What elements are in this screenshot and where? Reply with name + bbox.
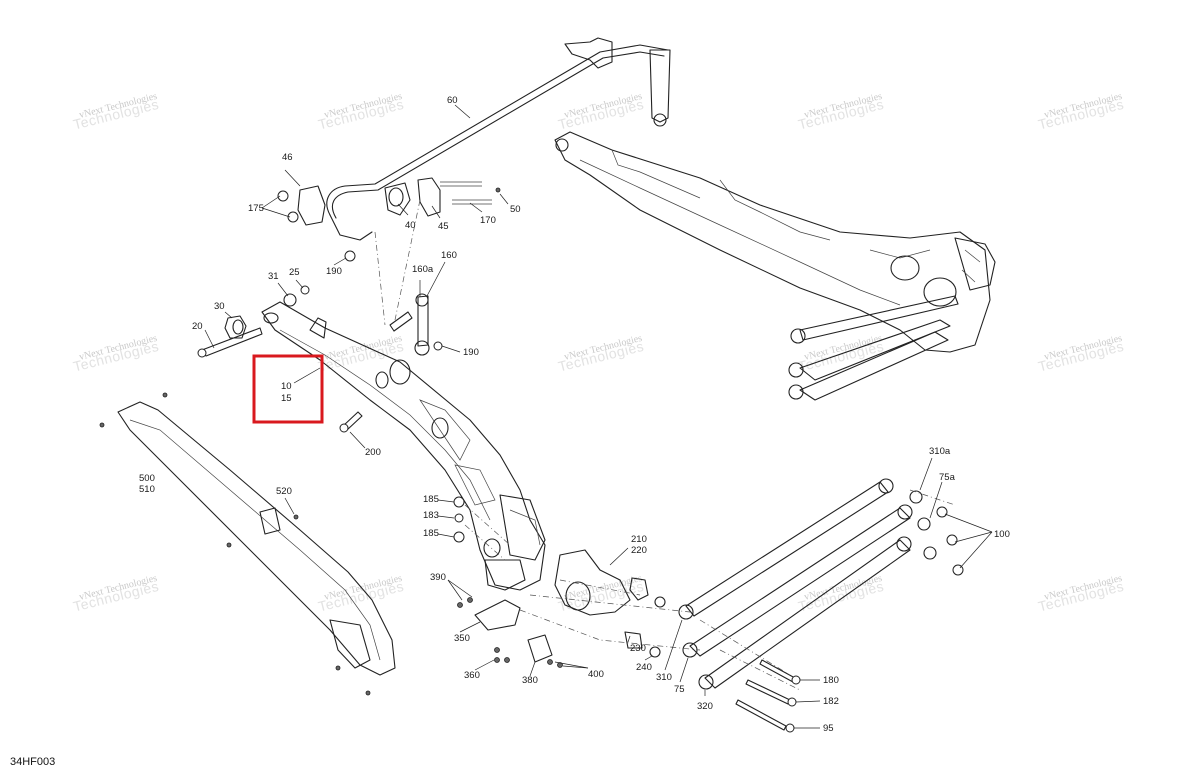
callout-label: 185 <box>423 528 439 539</box>
end-link <box>389 293 443 356</box>
callout-label: 25 <box>289 267 300 278</box>
callout-label: 20 <box>192 321 203 332</box>
trailing-arm-left <box>261 301 546 591</box>
callout-label: 320 <box>697 701 713 712</box>
callout-label: 180 <box>823 675 839 686</box>
callout-label: 95 <box>823 723 834 734</box>
callout-label: 160a <box>412 264 434 275</box>
callout-label: 75a <box>939 472 956 483</box>
links-right <box>788 295 959 401</box>
callout-label: 15 <box>281 393 292 404</box>
callout-label: 200 <box>365 447 381 458</box>
brackets-lower <box>457 597 563 668</box>
stabilizer-bar <box>326 37 671 241</box>
callout-label: 240 <box>636 662 652 673</box>
callout-label: 390 <box>430 572 446 583</box>
callout-label: 100 <box>994 529 1010 540</box>
callout-label: 170 <box>480 215 496 226</box>
callout-label: 30 <box>214 301 225 312</box>
knuckle <box>554 549 666 658</box>
callout-label: 40 <box>405 220 416 231</box>
callout-label: 190 <box>463 347 479 358</box>
callout-label: 230 <box>630 643 646 654</box>
diagram-code: 34HF003 <box>10 756 56 768</box>
callout-label: 400 <box>588 669 604 680</box>
callout-label: 350 <box>454 633 470 644</box>
callout-label: 10 <box>281 381 292 392</box>
callout-label: 46 <box>282 152 293 163</box>
callout-label: 183 <box>423 510 439 521</box>
callout-label: 160 <box>441 250 457 261</box>
callout-label: 50 <box>510 204 521 215</box>
skid-plate <box>99 392 396 696</box>
callout-label: 310 <box>656 672 672 683</box>
knuckle-hardware <box>453 496 465 543</box>
callout-label: 380 <box>522 675 538 686</box>
long-bolts <box>735 659 801 733</box>
callout-label: 75 <box>674 684 685 695</box>
lower-links <box>678 478 964 690</box>
callout-label: 31 <box>268 271 279 282</box>
callout-label: 45 <box>438 221 449 232</box>
assembly-lines <box>374 199 956 691</box>
callout-label: 190 <box>326 266 342 277</box>
trailing-arm-right <box>554 131 996 353</box>
bolt-200 <box>339 411 363 433</box>
callout-label: 182 <box>823 696 839 707</box>
callout-label: 520 <box>276 486 292 497</box>
callout-label: 360 <box>464 670 480 681</box>
callout-label: 185 <box>423 494 439 505</box>
callout-label: 310a <box>929 446 951 457</box>
callout-label: 175 <box>248 203 264 214</box>
leader-lines <box>204 104 993 729</box>
callout-label: 60 <box>447 95 458 106</box>
pivot-hardware <box>197 285 310 358</box>
bar-bracket <box>277 177 501 262</box>
highlight-box <box>252 354 324 424</box>
